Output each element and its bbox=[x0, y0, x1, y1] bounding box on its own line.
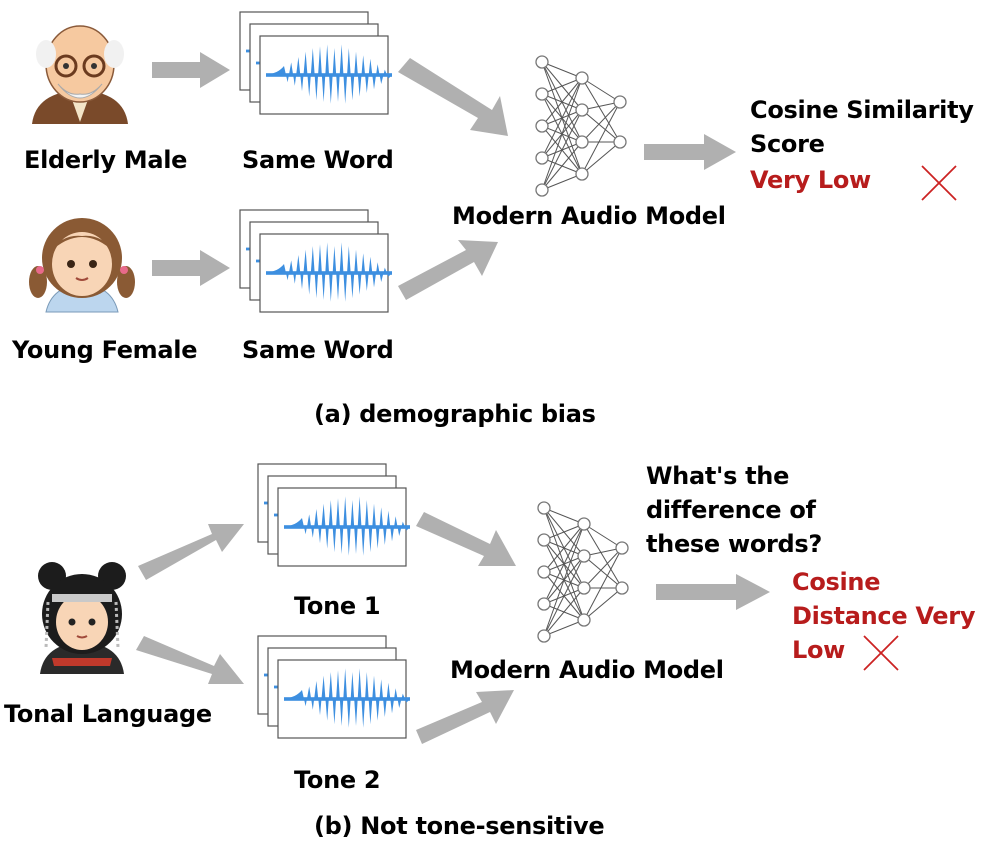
word-label-bottom: Same Word bbox=[242, 336, 394, 364]
result-title-line2: Score bbox=[750, 130, 825, 158]
caption-a: (a) demographic bias bbox=[314, 400, 596, 428]
question-line1: What's the bbox=[646, 462, 790, 490]
speaker-label-tonal: Tonal Language bbox=[4, 700, 212, 728]
model-label-b: Modern Audio Model bbox=[450, 656, 724, 684]
question-line2: difference of bbox=[646, 496, 816, 524]
waveform-icon bbox=[258, 464, 410, 566]
arrow-a2 bbox=[152, 250, 230, 286]
arrow-a3 bbox=[398, 58, 508, 136]
tone-label-1: Tone 1 bbox=[294, 592, 381, 620]
elderly-man-icon bbox=[32, 25, 128, 124]
result-b-line1: Cosine bbox=[792, 568, 881, 596]
neural-network-icon bbox=[535, 55, 627, 197]
arrow-b5 bbox=[656, 574, 770, 610]
waveform-icon bbox=[240, 210, 392, 312]
tonal-language-speaker-icon bbox=[38, 562, 126, 674]
waveform-icon bbox=[240, 12, 392, 114]
waveform-icon bbox=[258, 636, 410, 738]
caption-b: (b) Not tone-sensitive bbox=[314, 812, 605, 840]
arrow-b1 bbox=[138, 524, 244, 580]
arrow-a4 bbox=[398, 240, 498, 300]
arrow-b3 bbox=[416, 512, 516, 566]
result-title-line1: Cosine Similarity bbox=[750, 96, 974, 124]
result-b-line2: Distance Very bbox=[792, 602, 976, 630]
arrow-b2 bbox=[136, 636, 244, 684]
tone-label-2: Tone 2 bbox=[294, 766, 381, 794]
speaker-label-elderly-male: Elderly Male bbox=[24, 146, 188, 174]
word-label-top: Same Word bbox=[242, 146, 394, 174]
speaker-label-young-female: Young Female bbox=[12, 336, 198, 364]
arrow-b4 bbox=[416, 690, 514, 744]
cross-icon bbox=[863, 635, 899, 671]
result-b-line3: Low bbox=[792, 636, 846, 664]
model-label-a: Modern Audio Model bbox=[452, 202, 726, 230]
cross-icon bbox=[921, 165, 957, 201]
arrow-a5 bbox=[644, 134, 736, 170]
result-value-a: Very Low bbox=[750, 166, 871, 194]
neural-network-icon bbox=[537, 501, 629, 643]
question-line3: these words? bbox=[646, 530, 823, 558]
girl-icon bbox=[29, 218, 135, 313]
arrow-a1 bbox=[152, 52, 230, 88]
